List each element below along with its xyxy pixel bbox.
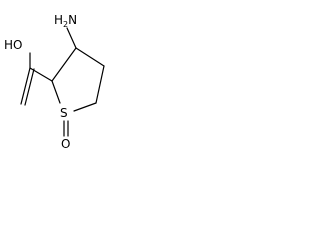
bond-c4-c5 [95,65,105,104]
bond-s-c2 [51,80,61,104]
sulfur-label: S [60,106,68,120]
structure-canvas: H2N HO S O [0,0,142,157]
bond-carboxyl-o-double-1 [20,67,31,105]
sulfoxide-oxygen-label: O [61,137,70,151]
bond-c3-c4 [75,47,105,67]
bond-carboxyl-o-double-2 [24,68,35,106]
amino-label: H2N [54,13,77,29]
bond-c3-n [66,27,77,49]
molecule-drawing: H2N HO S O [4,13,105,151]
bond-c2-c3 [51,47,77,82]
bond-c5-s [73,102,97,112]
hydroxyl-label: HO [4,38,22,52]
